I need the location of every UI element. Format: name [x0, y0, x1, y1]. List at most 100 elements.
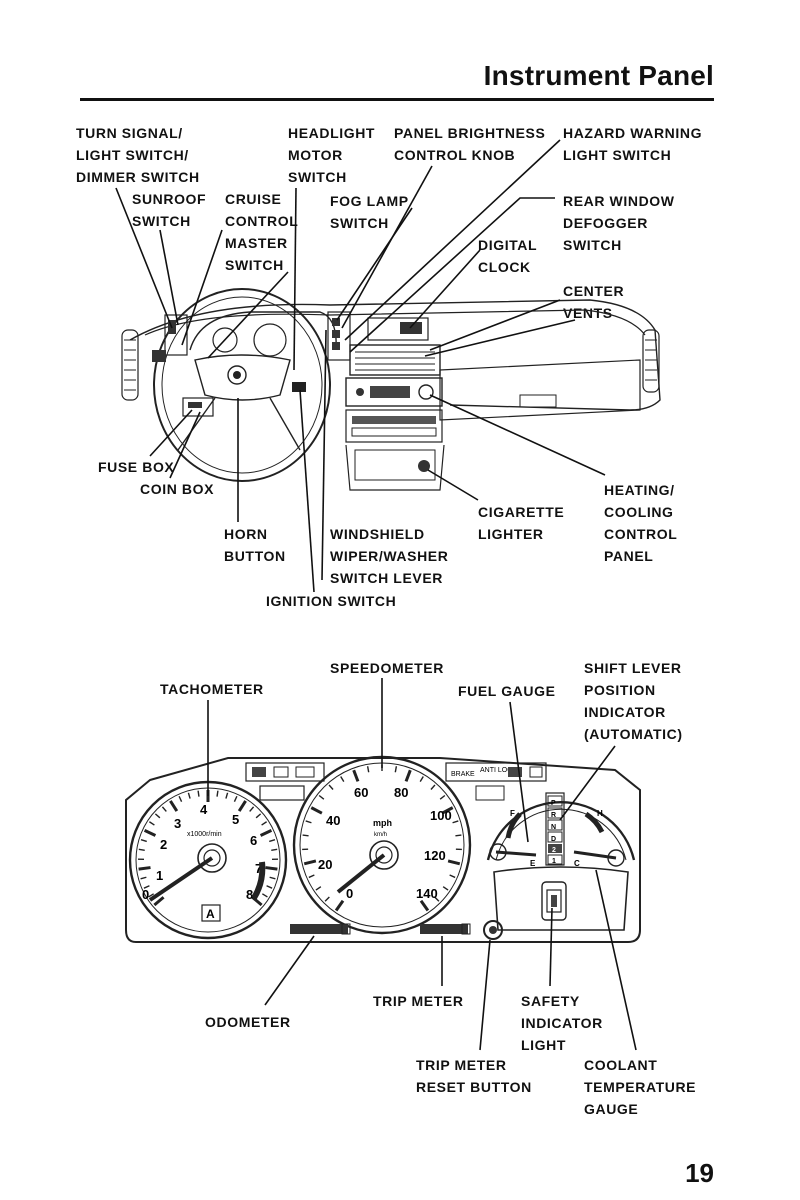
- speedo-tick: [340, 776, 345, 782]
- title-rule: [80, 98, 714, 101]
- speedo-tick: [315, 886, 322, 891]
- speedo-tick: [308, 874, 315, 879]
- speedo-tick: [328, 784, 334, 790]
- page-title: Instrument Panel: [483, 60, 714, 91]
- speedo-num-120: 120: [424, 848, 446, 863]
- label-cruise-control: CRUISE CONTROL MASTER SWITCH: [225, 191, 299, 273]
- tach-tick: [143, 885, 150, 889]
- speedo-tick: [334, 899, 345, 912]
- tach-tick: [259, 829, 273, 837]
- label-coin-box: COIN BOX: [140, 481, 215, 497]
- tach-tick: [233, 795, 238, 802]
- speedo-kmh-text: km/h: [374, 832, 387, 838]
- speedo-num-100: 100: [430, 808, 452, 823]
- center-console: [345, 317, 445, 491]
- tach-tick: [187, 792, 191, 799]
- tach-tick: [216, 790, 219, 797]
- tach-tick: [265, 866, 278, 871]
- tach-num-2: 2: [160, 837, 167, 852]
- tach-tick: [148, 821, 155, 826]
- speedometer-gauge: 0 20 40 60 80 100 120 140 mph km/h: [292, 755, 472, 935]
- tach-num-4: 4: [200, 802, 208, 817]
- dashboard-leader-lines: [115, 139, 606, 593]
- speedo-num-140: 140: [416, 886, 438, 901]
- label-panel-brightness: PANEL BRIGHTNESS CONTROL KNOB: [394, 125, 546, 163]
- speedo-tick: [430, 784, 436, 790]
- temp-hot-mark: H: [597, 809, 603, 818]
- tach-tick: [140, 839, 147, 843]
- speedo-tick: [439, 794, 446, 800]
- label-fuel-gauge: FUEL GAUGE: [458, 683, 556, 699]
- tach-tick: [261, 893, 268, 898]
- label-headlight-motor: HEADLIGHT MOTOR SWITCH: [288, 125, 376, 185]
- tach-num-8: 8: [246, 887, 253, 902]
- instrument-cluster: BRAKE ANTI LOCK 0 1 2 3 4 5 6 7 8 x1000r…: [125, 755, 641, 943]
- tach-tick: [143, 829, 157, 837]
- tach-tick: [138, 848, 145, 851]
- tach-tick: [148, 893, 155, 898]
- tach-tick: [161, 806, 167, 812]
- speedo-tick: [419, 899, 430, 912]
- tach-tick: [251, 896, 263, 907]
- speedo-num-40: 40: [326, 813, 340, 828]
- speedo-tick: [404, 769, 412, 782]
- speedo-tick: [303, 859, 317, 866]
- fuel-empty-mark: E: [530, 859, 536, 868]
- speedo-tick: [434, 896, 440, 902]
- trip-meter-display: [420, 923, 471, 935]
- label-ignition-switch: IGNITION SWITCH: [266, 593, 397, 609]
- label-odometer: ODOMETER: [205, 1014, 291, 1030]
- auto-badge-text: A: [206, 907, 215, 921]
- label-shift-indicator: SHIFT LEVER POSITION INDICATOR (AUTOMATI…: [584, 660, 683, 742]
- shift-1: 1: [552, 858, 556, 865]
- label-fog-lamp: FOG LAMP SWITCH: [330, 193, 409, 231]
- tach-num-1: 1: [156, 868, 163, 883]
- label-tachometer: TACHOMETER: [160, 681, 264, 697]
- odometer-display: [290, 923, 351, 935]
- fuel-temp-gauge: F E H C P R N D 2 1: [486, 792, 636, 931]
- tach-tick: [169, 800, 179, 812]
- warn-antilock-text: ANTI LOCK: [480, 767, 517, 774]
- label-trip-meter: TRIP METER: [373, 993, 464, 1009]
- speedo-tick: [310, 806, 323, 815]
- tach-tick: [269, 839, 276, 843]
- tach-tick: [261, 821, 268, 826]
- tach-tick: [269, 876, 276, 880]
- speedo-unit-text: mph: [373, 818, 392, 828]
- trip-reset-button: [483, 920, 503, 940]
- speedo-tick: [455, 834, 462, 837]
- speedo-tick: [352, 769, 360, 782]
- tach-num-6: 6: [250, 833, 257, 848]
- label-cigarette-lighter: CIGARETTE LIGHTER: [478, 504, 565, 542]
- label-safety-indicator: SAFETY INDICATOR LIGHT: [521, 993, 603, 1053]
- tach-num-3: 3: [174, 816, 181, 831]
- tach-tick: [271, 848, 278, 851]
- tach-unit-text: x1000r/min: [187, 831, 222, 838]
- tach-tick: [153, 896, 165, 907]
- shift-n: N: [551, 824, 556, 831]
- shift-d: D: [551, 836, 556, 843]
- speedo-tick: [447, 859, 461, 866]
- shift-indicator-column: P R N D 2 1: [545, 792, 565, 866]
- label-sunroof-switch: SUNROOF SWITCH: [132, 191, 207, 229]
- label-trip-reset: TRIP METER RESET BUTTON: [416, 1057, 532, 1095]
- tach-tick: [225, 792, 229, 799]
- tach-tick: [138, 866, 151, 871]
- tach-tick: [197, 790, 200, 797]
- tach-num-7: 7: [255, 861, 262, 876]
- shift-2: 2: [552, 847, 556, 854]
- tach-num-5: 5: [232, 812, 239, 827]
- tach-tick: [249, 806, 255, 812]
- speedo-tick: [452, 820, 459, 824]
- speedo-num-80: 80: [394, 785, 408, 800]
- shift-r: R: [551, 812, 556, 819]
- left-side-vent: [121, 329, 139, 401]
- label-center-vents: CENTER VENTS: [563, 283, 625, 321]
- label-speedometer: SPEEDOMETER: [330, 660, 444, 676]
- dashboard-illustration: [121, 288, 661, 491]
- shift-p: P: [551, 800, 556, 807]
- speedo-num-20: 20: [318, 857, 332, 872]
- speedo-tick: [366, 766, 370, 773]
- tach-tick: [178, 795, 183, 802]
